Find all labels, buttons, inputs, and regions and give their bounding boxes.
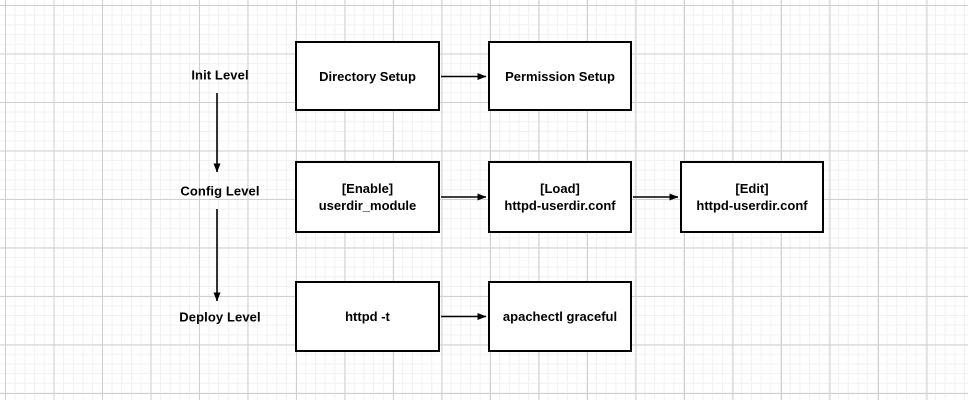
- level-label-deploy: Deploy Level: [179, 309, 261, 325]
- node-enable-userdir-module[interactable]: [Enable] userdir_module: [295, 161, 440, 233]
- node-permission-setup-label: Permission Setup: [505, 68, 615, 84]
- level-label-init: Init Level: [191, 67, 249, 83]
- node-httpd-t-label: httpd -t: [345, 309, 390, 324]
- node-httpd-t[interactable]: httpd -t: [295, 281, 440, 352]
- node-apachectl-graceful-label: apachectl graceful: [502, 309, 618, 324]
- level-label-config: Config Level: [180, 183, 260, 199]
- node-edit-httpd-userdir-conf[interactable]: [Edit] httpd-userdir.conf: [680, 161, 824, 233]
- node-apachectl-graceful[interactable]: apachectl graceful: [488, 281, 632, 352]
- node-permission-setup[interactable]: Permission Setup: [488, 41, 632, 111]
- node-load-httpd-userdir-conf[interactable]: [Load] httpd-userdir.conf: [488, 161, 632, 233]
- node-directory-setup[interactable]: Directory Setup: [295, 41, 440, 111]
- node-load-httpd-userdir-conf-label: [Load] httpd-userdir.conf: [504, 181, 616, 213]
- node-enable-userdir-module-label: [Enable] userdir_module: [318, 181, 417, 213]
- node-edit-httpd-userdir-conf-label: [Edit] httpd-userdir.conf: [696, 181, 808, 213]
- node-directory-setup-label: Directory Setup: [319, 68, 416, 84]
